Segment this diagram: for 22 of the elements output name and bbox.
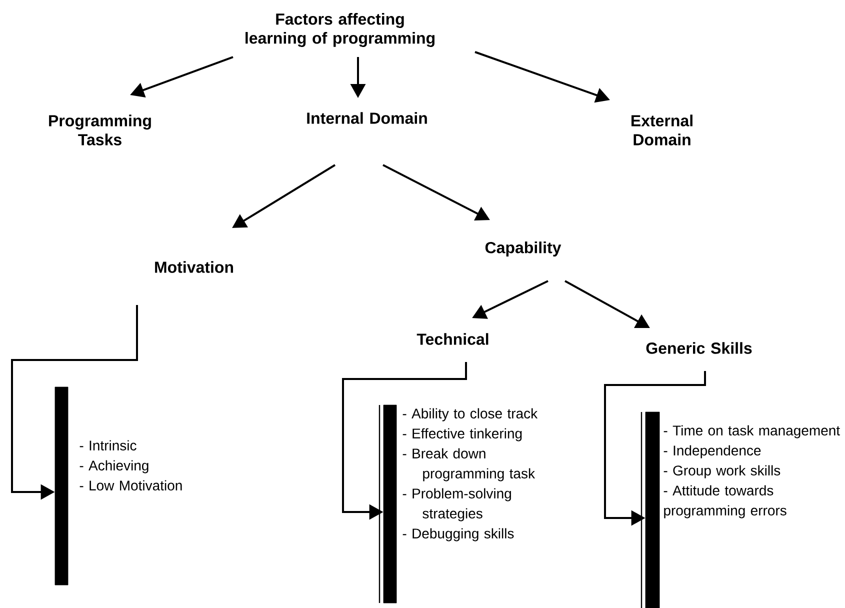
heading-text: Programming Tasks (49, 114, 151, 146)
heading-text: External Domain (632, 114, 692, 146)
heading-text: Motivation (155, 261, 234, 273)
list-item: - Attitude towards programming errors (664, 485, 786, 518)
heading-text: Capability (485, 242, 562, 256)
list-item: - Ability to close track (402, 408, 538, 422)
heading-text: Factors affecting learning of programming (246, 13, 434, 47)
list-item: - Achieving (80, 460, 148, 474)
list-item: - Intrinsic (80, 440, 136, 450)
heading-text: Internal Domain (307, 112, 427, 124)
vertical-bar (640, 412, 660, 608)
list-item: - Problem-solving strategies (402, 488, 511, 522)
list-item: - Time on task management (664, 425, 840, 438)
list-item: - Group work skills (664, 465, 780, 478)
list-item: - Debugging skills (402, 528, 514, 542)
heading-text: Technical (416, 333, 488, 345)
vertical-bar (378, 404, 397, 604)
list-item: - Independence (664, 445, 761, 458)
list-item: - Break down programming task (402, 448, 536, 482)
list-item: - Effective tinkering (402, 428, 522, 442)
list-item: - Low Motivation (80, 480, 182, 490)
heading-text: Generic Skills (646, 342, 752, 354)
